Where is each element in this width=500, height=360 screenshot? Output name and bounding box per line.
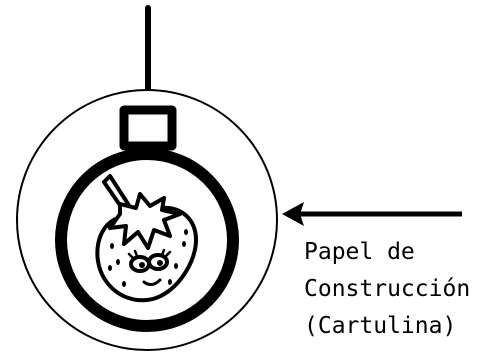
label-line-2: Construcción bbox=[304, 276, 471, 302]
label-line-3: (Cartulina) bbox=[304, 313, 457, 339]
strawberry-icon bbox=[95, 174, 198, 303]
label-line-1: Papel de bbox=[304, 239, 415, 265]
ornament-cap bbox=[119, 105, 177, 151]
construction-paper-label: Papel de Construcción (Cartulina) bbox=[304, 234, 470, 345]
pointer-arrow bbox=[282, 202, 462, 226]
